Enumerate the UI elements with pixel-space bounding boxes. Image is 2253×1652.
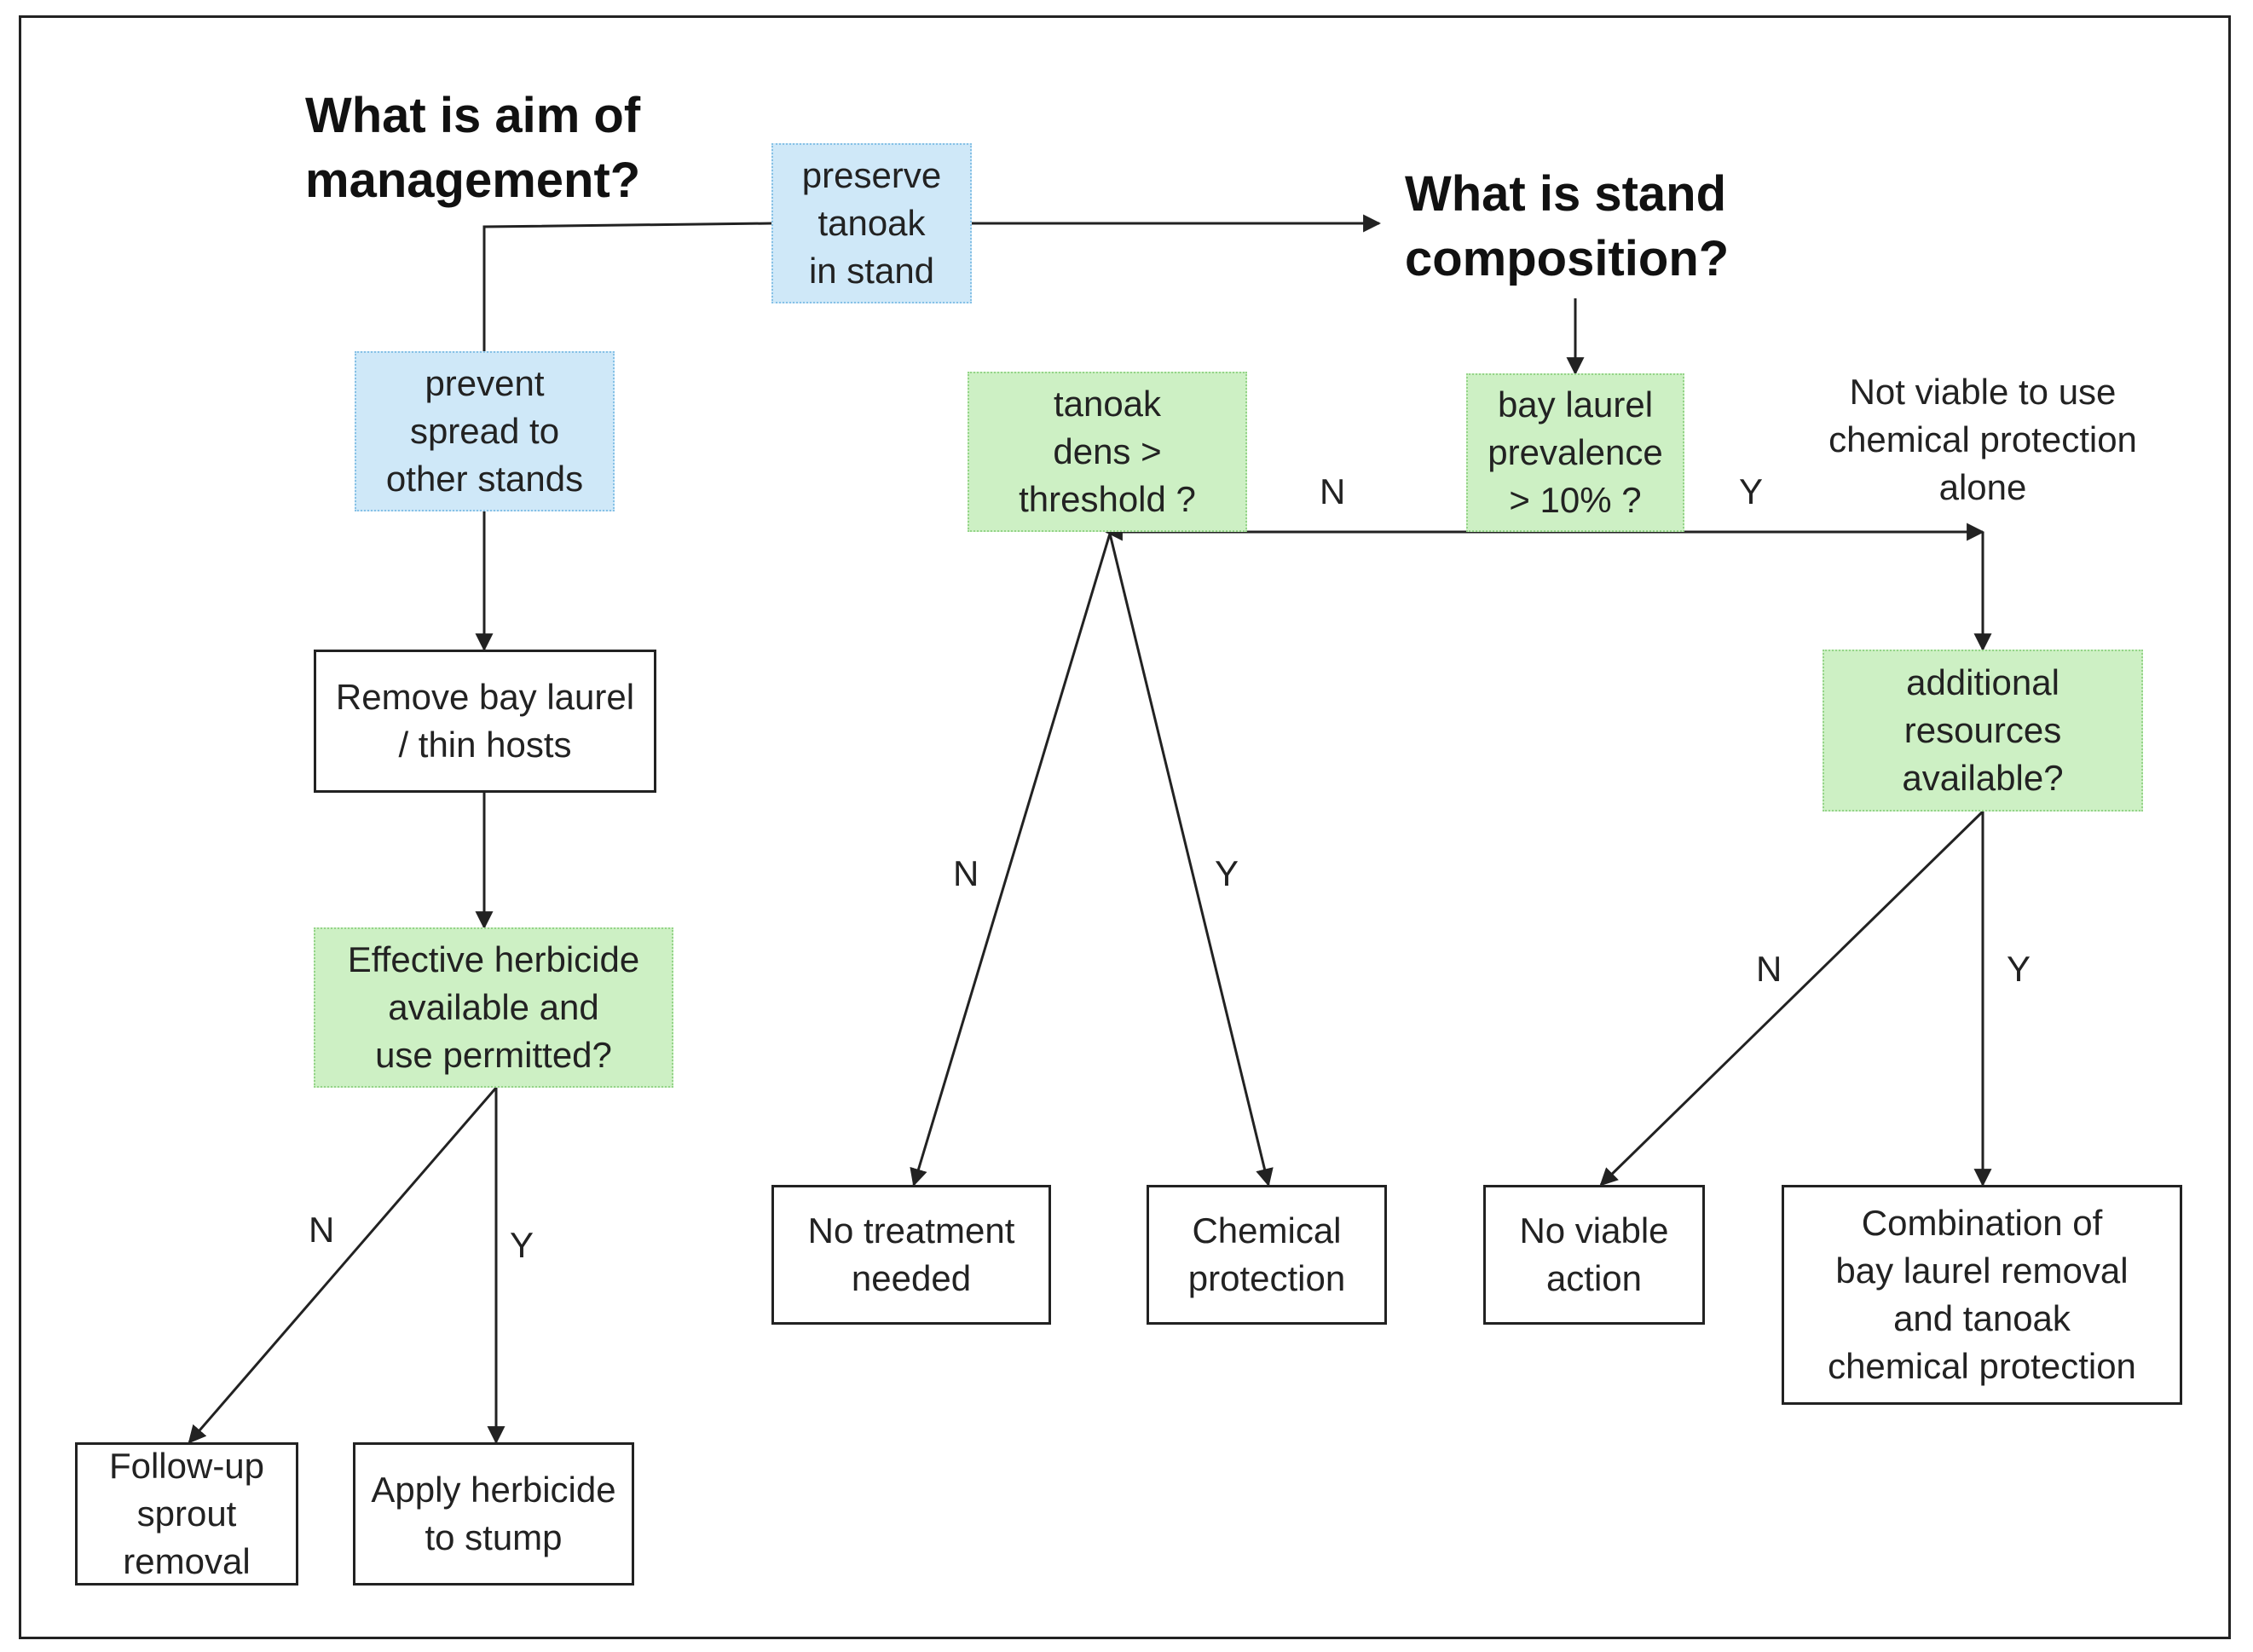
diagram-frame xyxy=(19,15,2231,1639)
label-herbicide-yes: Y xyxy=(510,1225,534,1265)
node-tanoak-density: tanoak dens > threshold ? xyxy=(968,372,1247,532)
label-prevalence-yes: Y xyxy=(1739,471,1764,511)
label-resources-no: N xyxy=(1756,949,1782,989)
edge-density-yes xyxy=(1108,533,1274,1187)
node-effective-herbicide: Effective herbicide available and use pe… xyxy=(314,927,673,1088)
node-apply-herbicide-to-stump: Apply herbicide to stump xyxy=(353,1442,634,1586)
label-prevalence-no: N xyxy=(1320,471,1346,511)
node-no-viable-action: No viable action xyxy=(1483,1185,1705,1325)
node-additional-resources: additional resources available? xyxy=(1823,650,2143,812)
label-density-no: N xyxy=(953,853,979,893)
question-aim-of-management: What is aim of management? xyxy=(305,88,641,208)
edge-preserve-to-prevent xyxy=(482,222,772,351)
label-density-yes: Y xyxy=(1215,853,1239,893)
node-preserve-tanoak: preserve tanoak in stand xyxy=(771,143,972,303)
node-chemical-protection: Chemical protection xyxy=(1147,1185,1387,1325)
node-combination-treatment: Combination of bay laurel removal and ta… xyxy=(1782,1185,2182,1405)
label-resources-yes: Y xyxy=(2007,949,2031,989)
node-bay-laurel-prevalence: bay laurel prevalence > 10% ? xyxy=(1466,373,1684,532)
edge-herbicide-no xyxy=(188,1087,498,1444)
node-prevent-spread: prevent spread to other stands xyxy=(355,351,615,511)
node-remove-bay-laurel: Remove bay laurel / thin hosts xyxy=(314,650,656,793)
label-herbicide-no: N xyxy=(309,1210,335,1250)
node-follow-up-sprout-removal: Follow-up sprout removal xyxy=(75,1442,298,1586)
question-stand-composition: What is stand composition? xyxy=(1405,166,1730,286)
note-not-viable-chemical-alone: Not viable to use chemical protection al… xyxy=(1828,372,2137,507)
edge-resources-no xyxy=(1599,810,1984,1187)
node-no-treatment-needed: No treatment needed xyxy=(771,1185,1051,1325)
edge-density-no xyxy=(910,533,1112,1187)
